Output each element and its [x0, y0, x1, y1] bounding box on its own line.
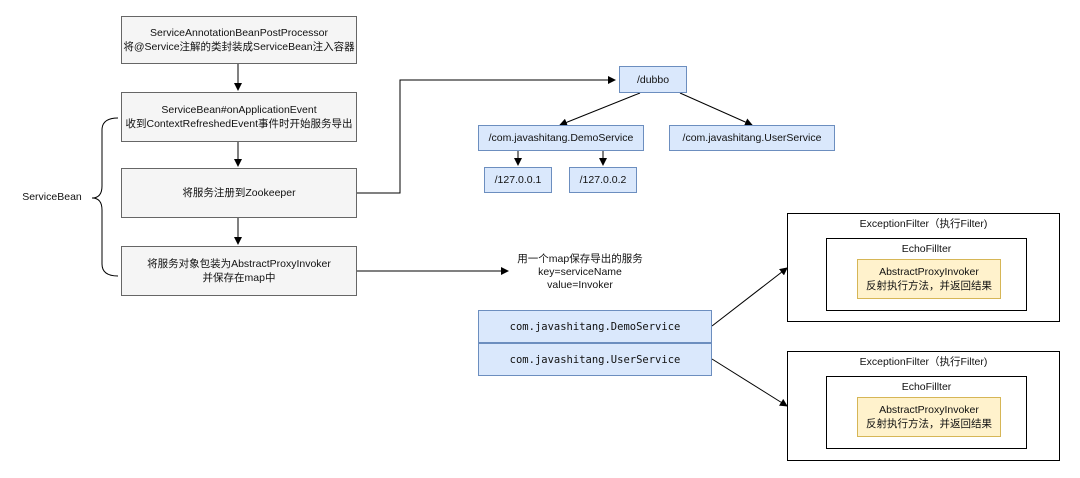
step-annotation-processor-line2: 将@Service注解的类封装成ServiceBean注入容器 [123, 41, 355, 53]
arrow-dubbo-user [679, 92, 753, 126]
map-caption: 用一个map保存导出的服务 key=serviceName value=Invo… [500, 253, 660, 292]
echo-filter-1-label: EchoFillter [901, 243, 952, 255]
map-caption-line1: 用一个map保存导出的服务 [517, 253, 643, 265]
arrow-register-zookeeper [357, 76, 616, 194]
zk-root-node: /dubbo [619, 66, 687, 93]
zk-provider-1: /127.0.0.1 [484, 167, 552, 193]
exception-filter-2-label: ExceptionFilter（执行Filter) [859, 356, 988, 368]
proxy-invoker-2-line1: AbstractProxyInvoker [879, 404, 979, 416]
map-entry-demo-label: com.javashitang.DemoService [509, 320, 681, 333]
zk-provider-2: /127.0.0.2 [569, 167, 637, 193]
map-entry-demo: com.javashitang.DemoService [478, 310, 712, 343]
step-wrap-invoker-line1: 将服务对象包装为AbstractProxyInvoker [147, 258, 331, 270]
zk-provider-1-label: /127.0.0.1 [494, 174, 542, 186]
proxy-invoker-1-line1: AbstractProxyInvoker [879, 266, 979, 278]
arrow-user-invoker [711, 358, 788, 407]
servicebean-label: ServiceBean [22, 191, 82, 203]
map-caption-line3: value=Invoker [547, 279, 613, 291]
proxy-invoker-1-line2: 反射执行方法，并返回结果 [866, 280, 992, 292]
zk-service-user-label: /com.javashitang.UserService [682, 132, 822, 144]
arrow-dubbo-demo [559, 92, 641, 127]
step-wrap-invoker: 将服务对象包装为AbstractProxyInvoker 并保存在map中 [121, 246, 357, 296]
proxy-invoker-2: AbstractProxyInvoker 反射执行方法，并返回结果 [857, 397, 1001, 437]
arrow-demo-invoker [711, 267, 788, 327]
zk-provider-2-label: /127.0.0.2 [579, 174, 627, 186]
step-application-event-line1: ServiceBean#onApplicationEvent [161, 104, 317, 116]
step-annotation-processor: ServiceAnnotationBeanPostProcessor 将@Ser… [121, 16, 357, 64]
proxy-invoker-2-line2: 反射执行方法，并返回结果 [866, 418, 992, 430]
exception-filter-1-label: ExceptionFilter（执行Filter) [859, 218, 988, 230]
step-application-event: ServiceBean#onApplicationEvent 收到Context… [121, 92, 357, 142]
step-register-zookeeper: 将服务注册到Zookeeper [121, 168, 357, 218]
map-entry-user: com.javashitang.UserService [478, 343, 712, 376]
zk-service-demo-label: /com.javashitang.DemoService [488, 132, 634, 144]
zk-root-label: /dubbo [636, 73, 670, 86]
step-wrap-invoker-line2: 并保存在map中 [202, 272, 276, 284]
zk-service-demo: /com.javashitang.DemoService [478, 125, 644, 151]
echo-filter-2-label: EchoFillter [901, 381, 952, 393]
servicebean-brace [91, 117, 119, 277]
step-annotation-processor-line1: ServiceAnnotationBeanPostProcessor [149, 27, 329, 39]
map-caption-line2: key=serviceName [538, 266, 622, 278]
step-register-zookeeper-line1: 将服务注册到Zookeeper [182, 187, 296, 199]
zk-service-user: /com.javashitang.UserService [669, 125, 835, 151]
proxy-invoker-1: AbstractProxyInvoker 反射执行方法，并返回结果 [857, 259, 1001, 299]
map-entry-user-label: com.javashitang.UserService [509, 353, 681, 366]
step-application-event-line2: 收到ContextRefreshedEvent事件时开始服务导出 [125, 118, 353, 130]
